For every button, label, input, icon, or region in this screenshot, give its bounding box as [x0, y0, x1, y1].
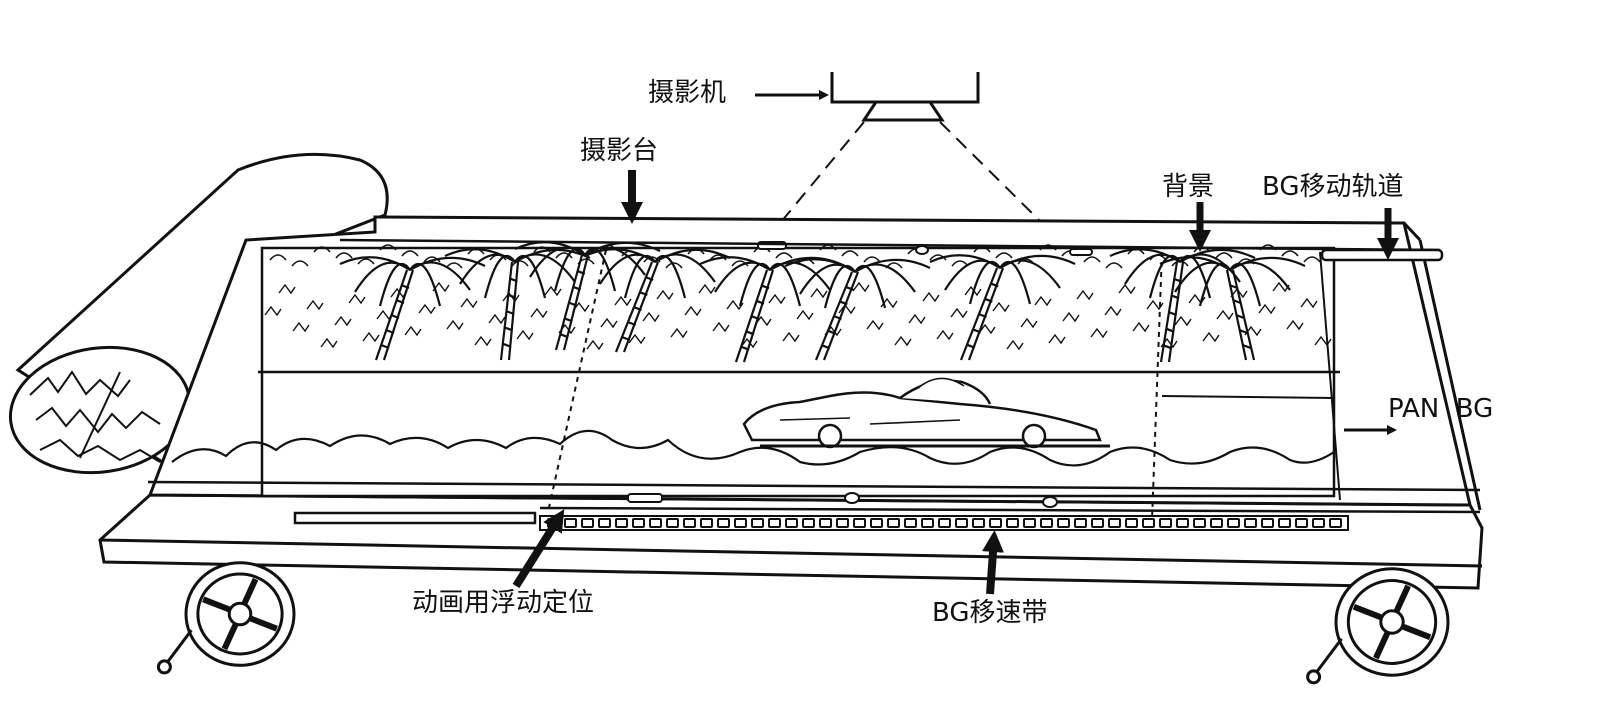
bg-speed-belt: [539, 515, 1349, 531]
label-camera: 摄影机: [648, 78, 727, 108]
bottom-rails: [147, 480, 1481, 525]
label-bg-belt: BG移速带: [932, 598, 1048, 628]
camera-frame-guides: [547, 249, 1163, 521]
arrow-belt: [982, 530, 1004, 595]
wheel-icon: [156, 561, 1450, 685]
roll-texture: [29, 370, 161, 463]
arrow-peg: [512, 509, 565, 589]
car-icon: [742, 377, 1110, 449]
label-bg-track: BG移动轨道: [1262, 172, 1404, 202]
palm-tree-icon: [264, 241, 1332, 363]
label-background: 背景: [1162, 172, 1215, 202]
label-peg-bar: 动画用浮动定位: [412, 588, 595, 618]
arrows: [512, 90, 1399, 595]
camera-icon: [830, 72, 980, 122]
label-pan-bg: PAN BG: [1388, 394, 1494, 424]
label-animation-stand: 摄影台: [580, 136, 659, 166]
